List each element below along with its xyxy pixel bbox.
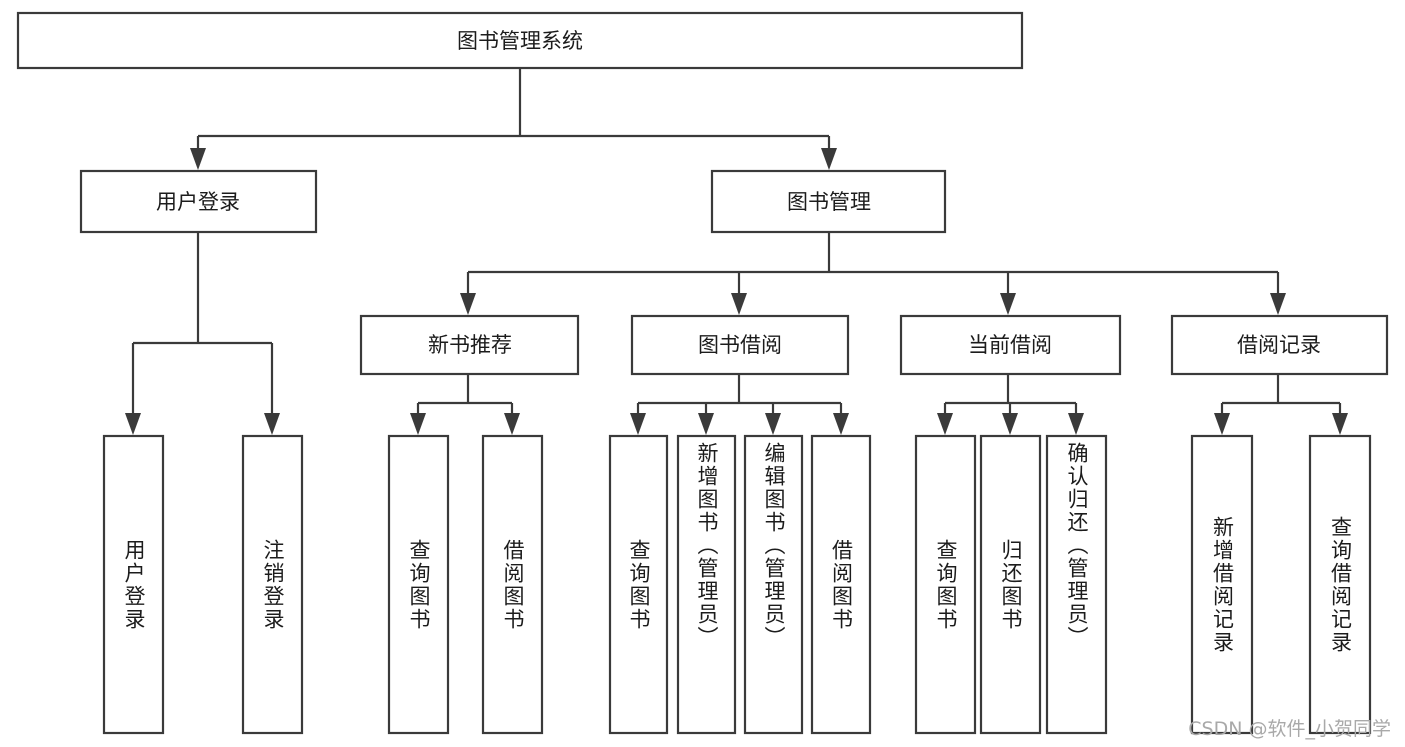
arrow-head-leaf-user-login [125, 413, 141, 435]
node-new-book-rec[interactable]: 新书推荐 [359, 314, 580, 376]
node-leaf-add-record-box[interactable] [1190, 434, 1254, 735]
arrow-head-leaf-borrow-book-1 [504, 413, 520, 435]
node-current-borrow[interactable]: 当前借阅 [899, 314, 1122, 376]
connector-group-root [190, 68, 837, 170]
node-root[interactable]: 图书管理系统 [16, 11, 1024, 70]
node-book-borrow-box[interactable] [630, 314, 850, 376]
node-leaf-query-record-box[interactable] [1308, 434, 1372, 735]
node-book-manage-label: 图书管理 [787, 190, 871, 214]
node-leaf-borrow-book-2-box[interactable] [810, 434, 872, 735]
node-user-login-box[interactable] [79, 169, 318, 234]
node-book-manage-box[interactable] [710, 169, 947, 234]
node-new-book-rec-label: 新书推荐 [428, 333, 512, 357]
arrow-head-book-borrow [731, 293, 747, 315]
node-leaf-edit-book-box[interactable] [743, 434, 804, 735]
arrow-head-book-manage [821, 148, 837, 170]
arrow-head-leaf-query-book-3 [937, 413, 953, 435]
arrow-head-leaf-borrow-book-2 [833, 413, 849, 435]
node-leaf-query-book-3-box[interactable] [914, 434, 977, 735]
arrow-head-user-login [190, 148, 206, 170]
connector-group-book-borrow [630, 374, 849, 435]
arrow-head-leaf-query-book-1 [410, 413, 426, 435]
node-current-borrow-box[interactable] [899, 314, 1122, 376]
node-leaf-query-book-2-box[interactable] [608, 434, 669, 735]
node-book-manage[interactable]: 图书管理 [710, 169, 947, 234]
node-root-label: 图书管理系统 [457, 29, 583, 53]
arrow-head-leaf-query-record [1332, 413, 1348, 435]
arrow-head-borrow-record [1270, 293, 1286, 315]
arrow-head-current-borrow [1000, 293, 1016, 315]
node-user-login-label: 用户登录 [156, 190, 240, 214]
arrow-head-leaf-return-book [1002, 413, 1018, 435]
arrow-head-leaf-logout [264, 413, 280, 435]
node-borrow-record-box[interactable] [1170, 314, 1389, 376]
node-current-borrow-label: 当前借阅 [968, 333, 1052, 357]
node-root-box[interactable] [16, 11, 1024, 70]
node-leaf-user-login-box[interactable] [102, 434, 165, 735]
arrow-head-new-book-rec [460, 293, 476, 315]
node-new-book-rec-box[interactable] [359, 314, 580, 376]
arrow-head-leaf-add-record [1214, 413, 1230, 435]
connector-group-borrow-record [1214, 374, 1348, 435]
node-leaf-logout-box[interactable] [241, 434, 304, 735]
arrow-head-leaf-query-book-2 [630, 413, 646, 435]
connector-group-new-book-rec [410, 374, 520, 435]
connector-group-user-login [125, 232, 280, 435]
connector-group-current-borrow [937, 374, 1084, 435]
connector-group-book-manage [460, 232, 1286, 315]
arrow-head-leaf-add-book [698, 413, 714, 435]
arrow-head-leaf-edit-book [765, 413, 781, 435]
arrow-head-leaf-confirm-return [1068, 413, 1084, 435]
node-user-login[interactable]: 用户登录 [79, 169, 318, 234]
node-borrow-record[interactable]: 借阅记录 [1170, 314, 1389, 376]
node-leaf-return-book-box[interactable] [979, 434, 1042, 735]
node-leaf-add-book-box[interactable] [676, 434, 737, 735]
node-leaf-query-book-1-box[interactable] [387, 434, 450, 735]
node-leaf-borrow-book-1-box[interactable] [481, 434, 544, 735]
node-borrow-record-label: 借阅记录 [1237, 333, 1321, 357]
node-book-borrow-label: 图书借阅 [698, 333, 782, 357]
node-leaf-confirm-return-box[interactable] [1045, 434, 1108, 735]
node-book-borrow[interactable]: 图书借阅 [630, 314, 850, 376]
